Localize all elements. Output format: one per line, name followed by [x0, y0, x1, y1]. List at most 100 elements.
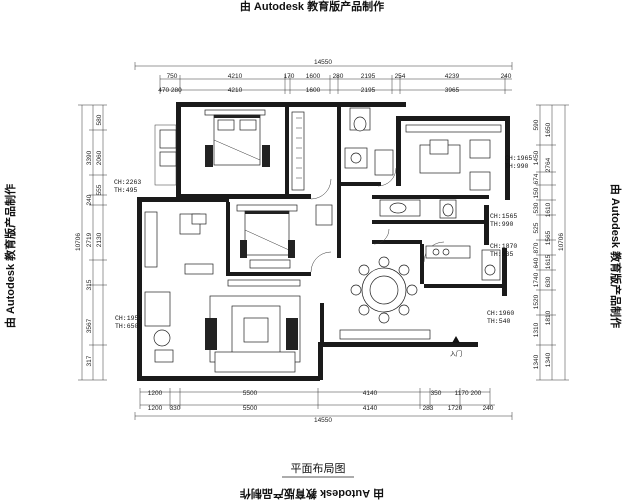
watermark-bottom: 由 Autodesk 教育版产品制作	[240, 487, 384, 501]
sofa-left	[205, 318, 217, 350]
study-room	[405, 124, 502, 191]
dim-right-a3: 674	[533, 173, 540, 184]
ann-bedroom-ch: CH:2263	[114, 179, 141, 186]
ann-study-ch: CH:1965	[505, 155, 532, 162]
dim-top-r1-4: 1600	[306, 73, 321, 80]
cabinet	[315, 204, 333, 226]
dim-right-b6: 630	[545, 276, 552, 287]
bed	[244, 210, 290, 256]
dim-right-a1: 590	[533, 119, 540, 130]
dim-top-r1-6: 2195	[361, 73, 376, 80]
left-dimensions: 10706 3390 240 2719 315 3567 317 580 206…	[75, 104, 107, 381]
dim-top-r2-1: 470 280	[158, 87, 182, 94]
top-dimensions: 14550 750 4210 170 1600 280 2195 254 423…	[134, 59, 513, 94]
tv-console	[144, 291, 171, 327]
dim-right-b7: 1810	[545, 310, 552, 325]
dim-top-total: 14550	[314, 59, 332, 66]
bathroom-top	[344, 107, 394, 176]
lounge-chair	[469, 139, 491, 159]
dim-left-o6: 317	[86, 355, 93, 366]
sideboard	[339, 329, 431, 340]
dim-right-b2: 2764	[545, 157, 552, 172]
dim-right-a8: 640	[533, 257, 540, 268]
walls	[137, 102, 510, 381]
living-room	[144, 279, 301, 373]
family-room	[144, 211, 214, 275]
dim-bot-r2-6: 1720	[448, 405, 463, 412]
dim-right-a11: 1310	[533, 322, 540, 337]
bookshelf	[405, 124, 502, 133]
dim-left-o3: 2719	[86, 232, 93, 247]
dim-right-a12: 1340	[533, 354, 540, 369]
dim-top-r1-8: 4239	[445, 73, 460, 80]
dim-top-r2-2: 4210	[228, 87, 243, 94]
dim-right-a7: 870	[533, 242, 540, 253]
dining-area	[339, 256, 431, 340]
dim-top-r2-4: 2195	[361, 87, 376, 94]
dim-bot-r1-2: 5500	[243, 390, 258, 397]
dim-bot-total: 14550	[314, 417, 332, 424]
dim-bot-r2-4: 4140	[363, 405, 378, 412]
dim-left-i4: 2130	[96, 232, 103, 247]
dim-top-r1-5: 280	[333, 73, 344, 80]
dim-bot-r1-4: 350	[431, 390, 442, 397]
dim-bot-r2-2: 330	[170, 405, 181, 412]
dim-right-a6: 525	[533, 222, 540, 233]
plan-title: 平面布局图	[291, 462, 346, 475]
armchair	[159, 129, 177, 149]
dim-left-o5: 3567	[86, 318, 93, 333]
dim-right-b8: 1340	[545, 352, 552, 367]
entrance: 入门	[450, 336, 462, 358]
dim-left-i3: 555	[96, 184, 103, 195]
dim-right-a5: 530	[533, 202, 540, 213]
second-bedroom	[236, 204, 333, 269]
dim-bot-r1-1: 1200	[148, 390, 163, 397]
dim-bot-r2-3: 5500	[243, 405, 258, 412]
ann-kitchen-th: TH:935	[490, 251, 514, 258]
ann-bath-ch: CH:1565	[490, 213, 517, 220]
dim-right-a10: 1520	[533, 294, 540, 309]
dim-right-a4: 150	[533, 187, 540, 198]
dim-bot-r2-5: 283	[423, 405, 434, 412]
ann-balcony-th: TH:540	[487, 318, 511, 325]
ann-living-th: TH:650	[115, 323, 139, 330]
dim-top-r1-3: 170	[284, 73, 295, 80]
dim-top-r1-1: 750	[167, 73, 178, 80]
tv-wall	[227, 279, 301, 287]
dim-bot-r1-3: 4140	[363, 390, 378, 397]
dim-bot-r2-7: 240	[483, 405, 494, 412]
ann-bedroom-th: TH:495	[114, 187, 138, 194]
dim-right-b5: 1615	[545, 254, 552, 269]
shower	[374, 149, 394, 176]
dim-left-i1: 580	[96, 114, 103, 125]
window-annotations: CH:2263 TH:495 CH:1965 TH:990 CH:1565 TH…	[114, 155, 532, 330]
dim-right-a2: 1450	[533, 150, 540, 165]
dim-left-o1: 3390	[86, 150, 93, 165]
dim-right-b1: 1650	[545, 122, 552, 137]
dim-left-o4: 315	[86, 279, 93, 290]
ann-living-ch: CH:1955	[115, 315, 142, 322]
dim-top-r1-2: 4210	[228, 73, 243, 80]
bottom-dimensions: 1200 5500 4140 350 1170 200 1200 330 550…	[134, 388, 513, 424]
ann-bath-th: TH:990	[490, 221, 514, 228]
dim-bot-r1-5: 1170 200	[455, 390, 482, 397]
right-dimensions: 10706 590 1450 674 150 530 525 870 640 1…	[533, 104, 569, 381]
dim-top-r1-9: 240	[501, 73, 512, 80]
entrance-label: 入门	[450, 350, 462, 358]
walk-in-closet	[291, 111, 305, 191]
dim-right-b4: 1565	[545, 230, 552, 245]
dim-right-total: 10706	[558, 233, 565, 251]
main-sofa	[214, 351, 296, 373]
doors	[310, 167, 445, 273]
kitchen	[425, 245, 501, 281]
watermark-right: 由 Autodesk 教育版产品制作	[609, 184, 623, 328]
dim-right-a9: 1740	[533, 272, 540, 287]
dim-top-r2-3: 1600	[306, 87, 321, 94]
dim-right-b3: 1610	[545, 202, 552, 217]
sofa-right	[286, 318, 298, 350]
ann-study-th: TH:990	[505, 163, 529, 170]
watermark-left: 由 Autodesk 教育版产品制作	[3, 184, 17, 328]
dim-top-r2-5: 3965	[445, 87, 460, 94]
